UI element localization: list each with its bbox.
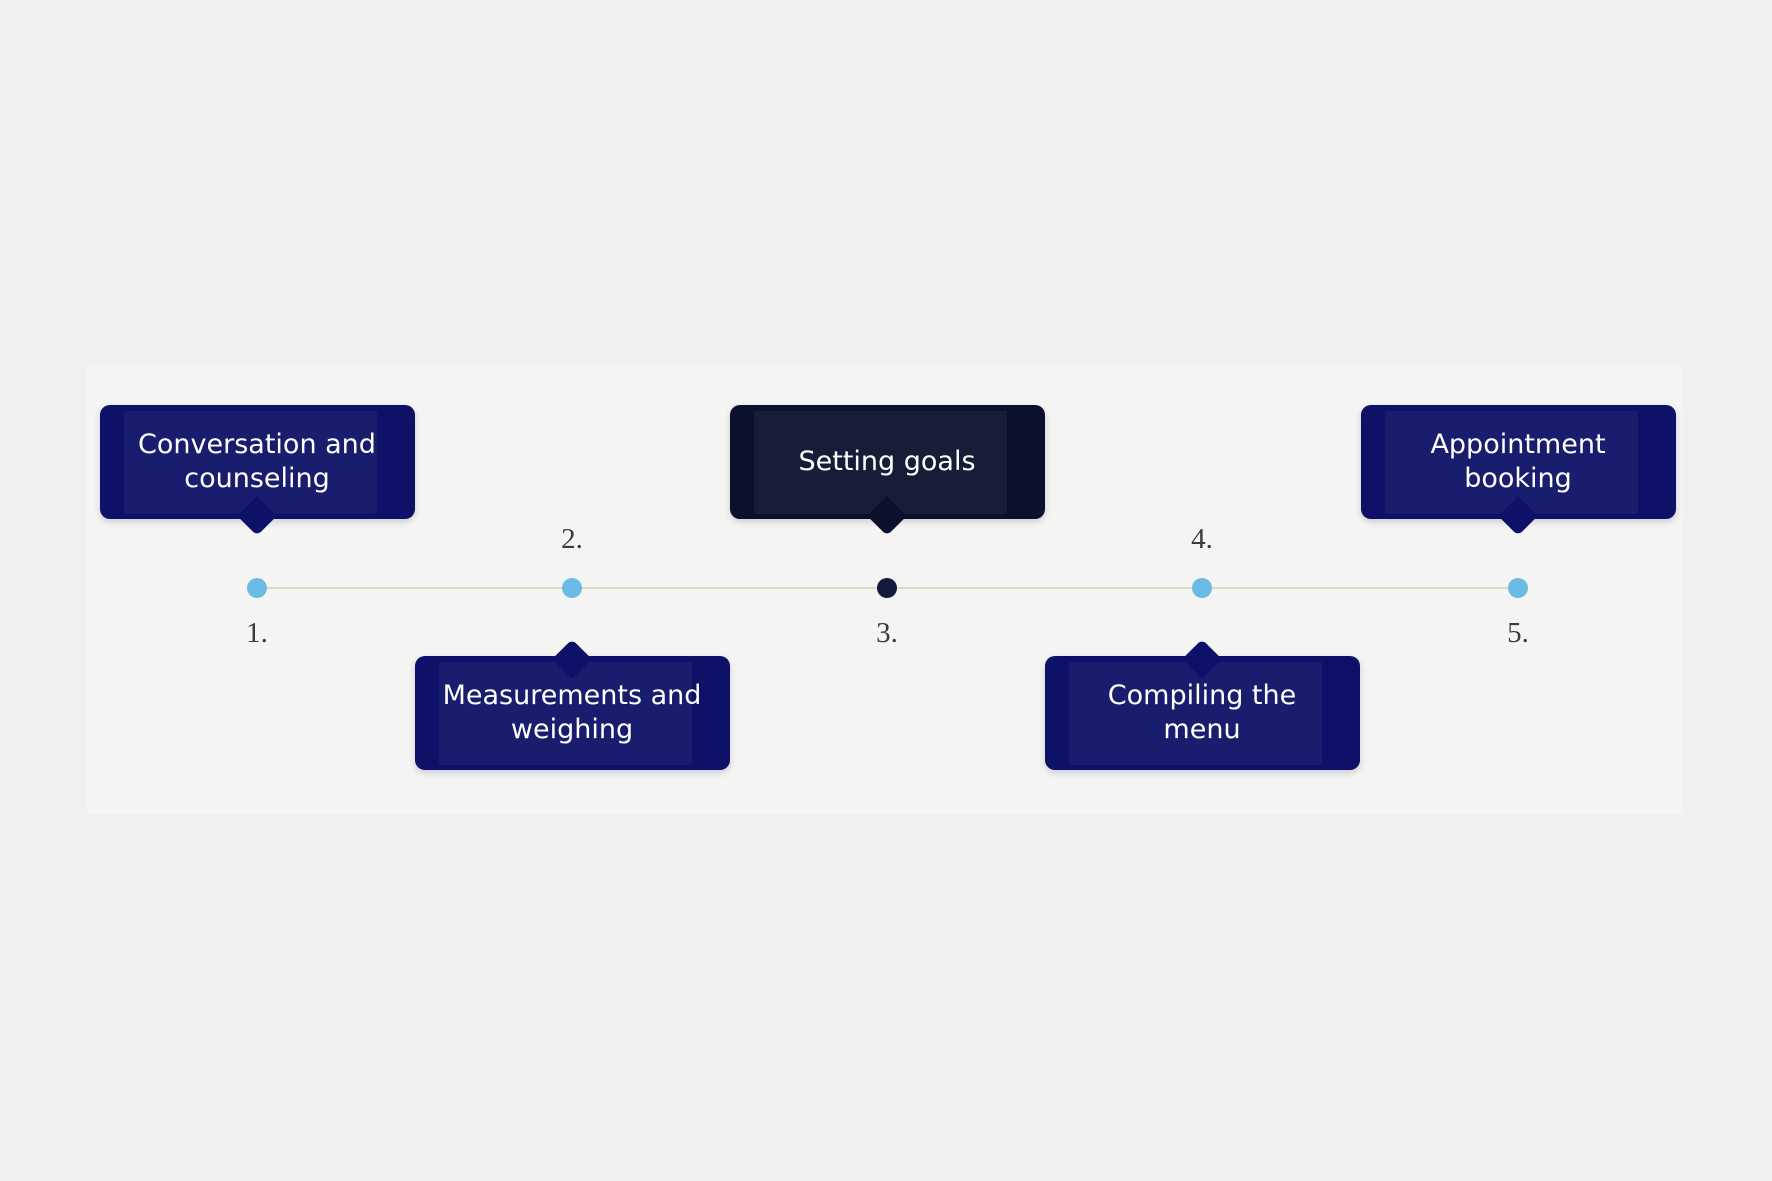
step-dot (1192, 578, 1212, 598)
step-dot (247, 578, 267, 598)
step-number: 2. (561, 523, 583, 555)
step-dot (1508, 578, 1528, 598)
step-number: 3. (876, 617, 898, 649)
step-dot (562, 578, 582, 598)
step-bubble: Setting goals (729, 405, 1045, 536)
step-number: 4. (1191, 523, 1213, 555)
step-label: Appointment booking (1430, 429, 1606, 494)
step-label: Setting goals (798, 446, 976, 477)
step-bubble: Appointment booking (1360, 405, 1676, 536)
step-label: Compiling the menu (1107, 680, 1297, 745)
step-label: Conversation and counseling (138, 429, 376, 494)
step-bubble: Conversation and counseling (99, 405, 415, 536)
step-number: 5. (1507, 617, 1529, 649)
step-bubble: Compiling the menu (1044, 639, 1360, 770)
step-dot (877, 578, 897, 598)
step-bubble: Measurements and weighing (414, 639, 730, 770)
step-number: 1. (246, 617, 268, 649)
step-label: Measurements and weighing (442, 680, 702, 745)
